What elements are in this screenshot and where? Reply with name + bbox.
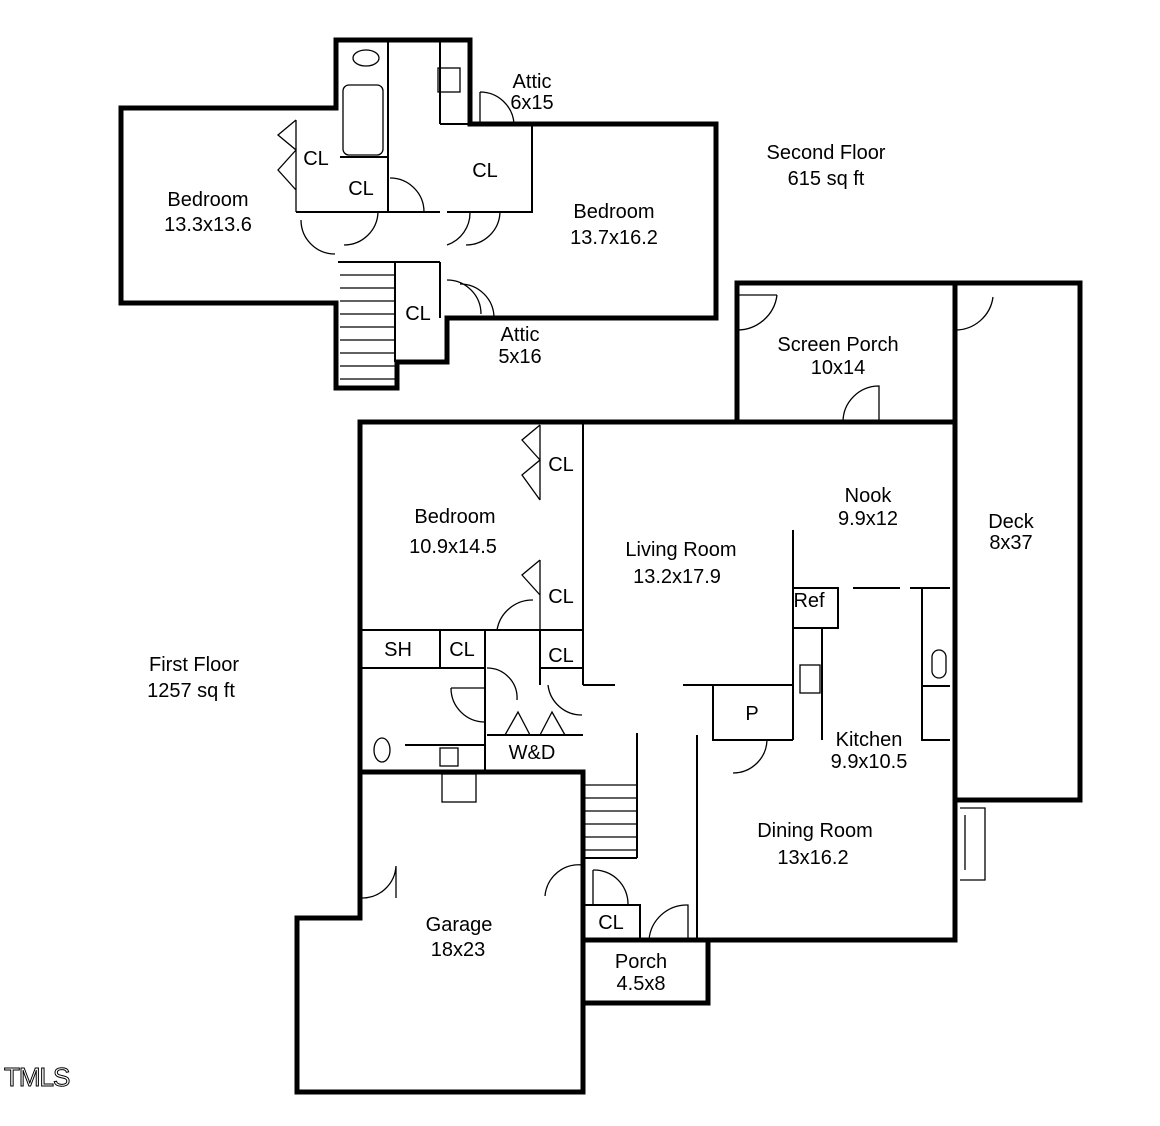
room-name: Garage <box>425 914 493 936</box>
washer-dryer-label: W&D <box>508 742 556 764</box>
closet-label: CL <box>598 912 624 934</box>
room-name: Nook <box>844 485 892 507</box>
second-floor-interior <box>276 40 533 380</box>
room-size: 9.9x12 <box>837 508 899 530</box>
refrigerator-label: Ref <box>793 590 825 612</box>
room-size: 10.9x14.5 <box>409 536 497 558</box>
second-floor-outline <box>118 37 719 391</box>
room-name: Attic <box>512 71 552 93</box>
room-name: Kitchen <box>835 729 903 751</box>
room-size: 4.5x8 <box>616 973 666 995</box>
closet-label: CL <box>449 639 475 661</box>
room-size: 13.7x16.2 <box>570 227 658 249</box>
room-name: Bedroom <box>167 189 249 211</box>
room-name: Living Room <box>625 539 737 561</box>
first-floor-area: 1257 sq ft <box>147 680 235 702</box>
closet-label: CL <box>472 160 498 182</box>
room-name: Attic <box>500 324 540 346</box>
room-size: 18x23 <box>430 939 486 961</box>
second-floor-title: Second Floor <box>766 142 886 164</box>
closet-label: CL <box>548 645 574 667</box>
closet-label: CL <box>405 303 431 325</box>
room-size: 5x16 <box>498 346 542 368</box>
room-size: 10x14 <box>810 357 866 379</box>
room-name: Bedroom <box>414 506 496 528</box>
closet-label: CL <box>548 586 574 608</box>
deck-outline <box>955 280 1083 803</box>
room-name: Bedroom <box>573 201 655 223</box>
room-name: Screen Porch <box>777 334 899 356</box>
first-floor-title: First Floor <box>149 654 239 676</box>
room-size: 13.3x13.6 <box>164 214 252 236</box>
second-floor-area: 615 sq ft <box>787 168 865 190</box>
screen-porch-outline <box>734 280 958 422</box>
closet-label: CL <box>548 454 574 476</box>
room-name: Dining Room <box>757 820 873 842</box>
first-floor-interior <box>360 294 994 941</box>
room-name: Deck <box>988 511 1034 533</box>
garage-wall <box>360 769 708 1092</box>
pantry-label: P <box>745 703 759 725</box>
mls-logo: TMLS <box>3 1062 70 1093</box>
shower-label: SH <box>384 639 412 661</box>
room-size: 6x15 <box>510 92 554 114</box>
room-size: 9.9x10.5 <box>830 751 908 773</box>
closet-label: CL <box>303 148 329 170</box>
room-name: Porch <box>614 951 668 973</box>
room-size: 13x16.2 <box>777 847 849 869</box>
room-size: 8x37 <box>989 532 1033 554</box>
room-size: 13.2x17.9 <box>633 566 721 588</box>
closet-label: CL <box>348 178 374 200</box>
